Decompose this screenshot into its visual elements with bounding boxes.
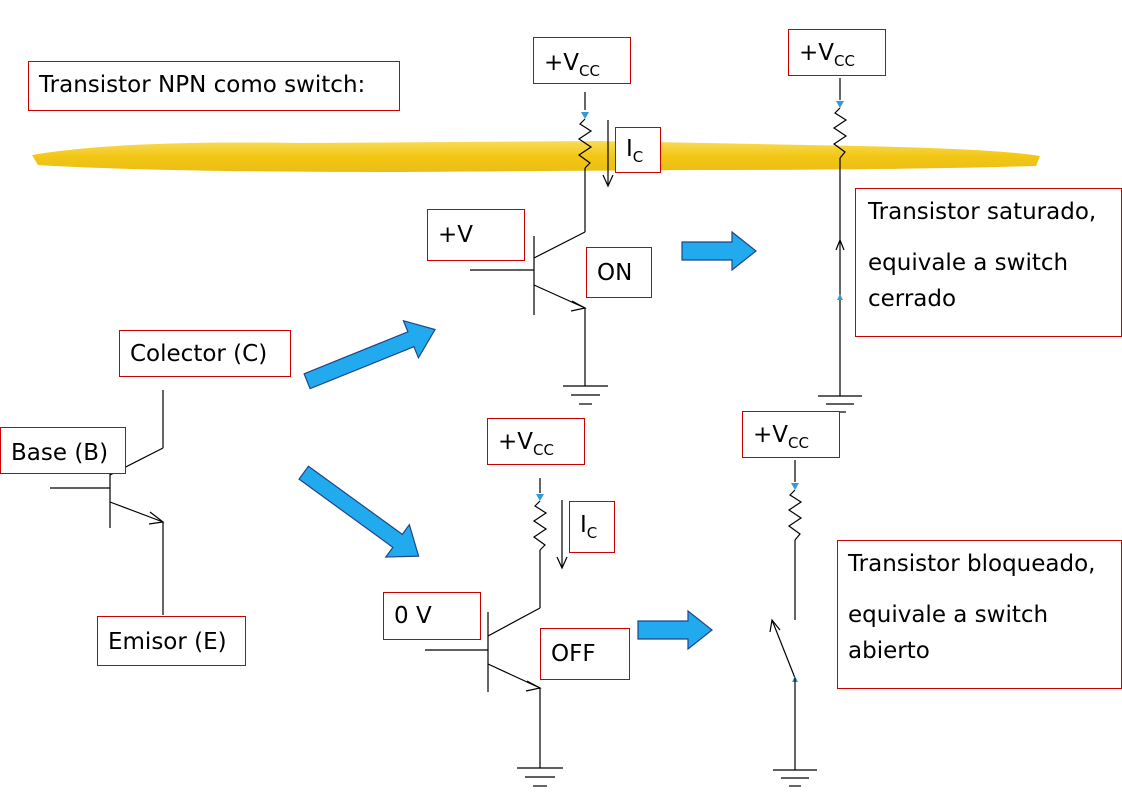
open-vcc-label: +V: [753, 422, 789, 448]
collector-label: Colector (C): [130, 341, 268, 367]
off-vcc-subscript: CC: [533, 441, 554, 459]
arrow-off-to-switch: [637, 609, 713, 651]
open-vcc-subscript: CC: [788, 434, 809, 452]
on-ic-subscript: C: [632, 148, 644, 166]
on-state-box: ON: [586, 247, 652, 298]
on-vcc-label: +V: [544, 50, 580, 76]
on-base-voltage-box: +V: [427, 209, 525, 261]
on-vcc-label-box: +VCC: [533, 37, 631, 84]
on-base-voltage: +V: [438, 222, 474, 248]
page-title: Transistor NPN como switch:: [39, 72, 366, 98]
open-switch-circuit: [769, 460, 817, 787]
off-state-label: OFF: [551, 641, 596, 667]
closed-vcc-label-box: +VCC: [788, 29, 886, 76]
closed-switch-note-line2: equivale a switch cerrado: [868, 249, 1069, 313]
off-ic-label: I: [580, 512, 587, 538]
off-base-voltage-box: 0 V: [383, 592, 481, 640]
arrow-to-off: [298, 465, 420, 558]
on-state-label: ON: [597, 260, 633, 286]
base-label-box: Base (B): [0, 427, 126, 474]
off-ic-label-box: IC: [569, 501, 615, 553]
off-base-voltage: 0 V: [394, 603, 432, 629]
on-ic-label-box: IC: [615, 127, 661, 173]
open-vcc-label-box: +VCC: [742, 411, 840, 458]
emitter-label: Emisor (E): [108, 629, 227, 655]
off-vcc-label: +V: [498, 429, 534, 455]
on-ic-label: I: [626, 136, 633, 162]
base-label: Base (B): [11, 440, 109, 466]
open-switch-note-line1: Transistor bloqueado,: [848, 551, 1096, 577]
off-state-box: OFF: [540, 628, 630, 680]
arrow-to-on: [303, 319, 436, 390]
open-switch-note-line2: equivale a switch abierto: [848, 601, 1049, 665]
collector-label-box: Colector (C): [119, 330, 291, 377]
emitter-label-box: Emisor (E): [97, 616, 246, 666]
off-ic-subscript: C: [586, 524, 598, 542]
closed-switch-note-box: Transistor saturado, equivale a switch c…: [855, 188, 1122, 337]
on-vcc-subscript: CC: [579, 62, 600, 80]
arrow-on-to-switch: [681, 230, 757, 272]
closed-switch-note-line1: Transistor saturado,: [868, 199, 1097, 225]
off-circuit: [425, 478, 568, 787]
closed-vcc-subscript: CC: [834, 52, 855, 70]
off-vcc-label-box: +VCC: [487, 418, 585, 465]
title-box: Transistor NPN como switch:: [28, 61, 400, 111]
open-switch-note-box: Transistor bloqueado, equivale a switch …: [837, 540, 1122, 689]
npn-symbol: [50, 390, 165, 615]
on-circuit: [470, 92, 614, 405]
highlighter-stroke: [32, 141, 1040, 172]
closed-vcc-label: +V: [799, 40, 835, 66]
